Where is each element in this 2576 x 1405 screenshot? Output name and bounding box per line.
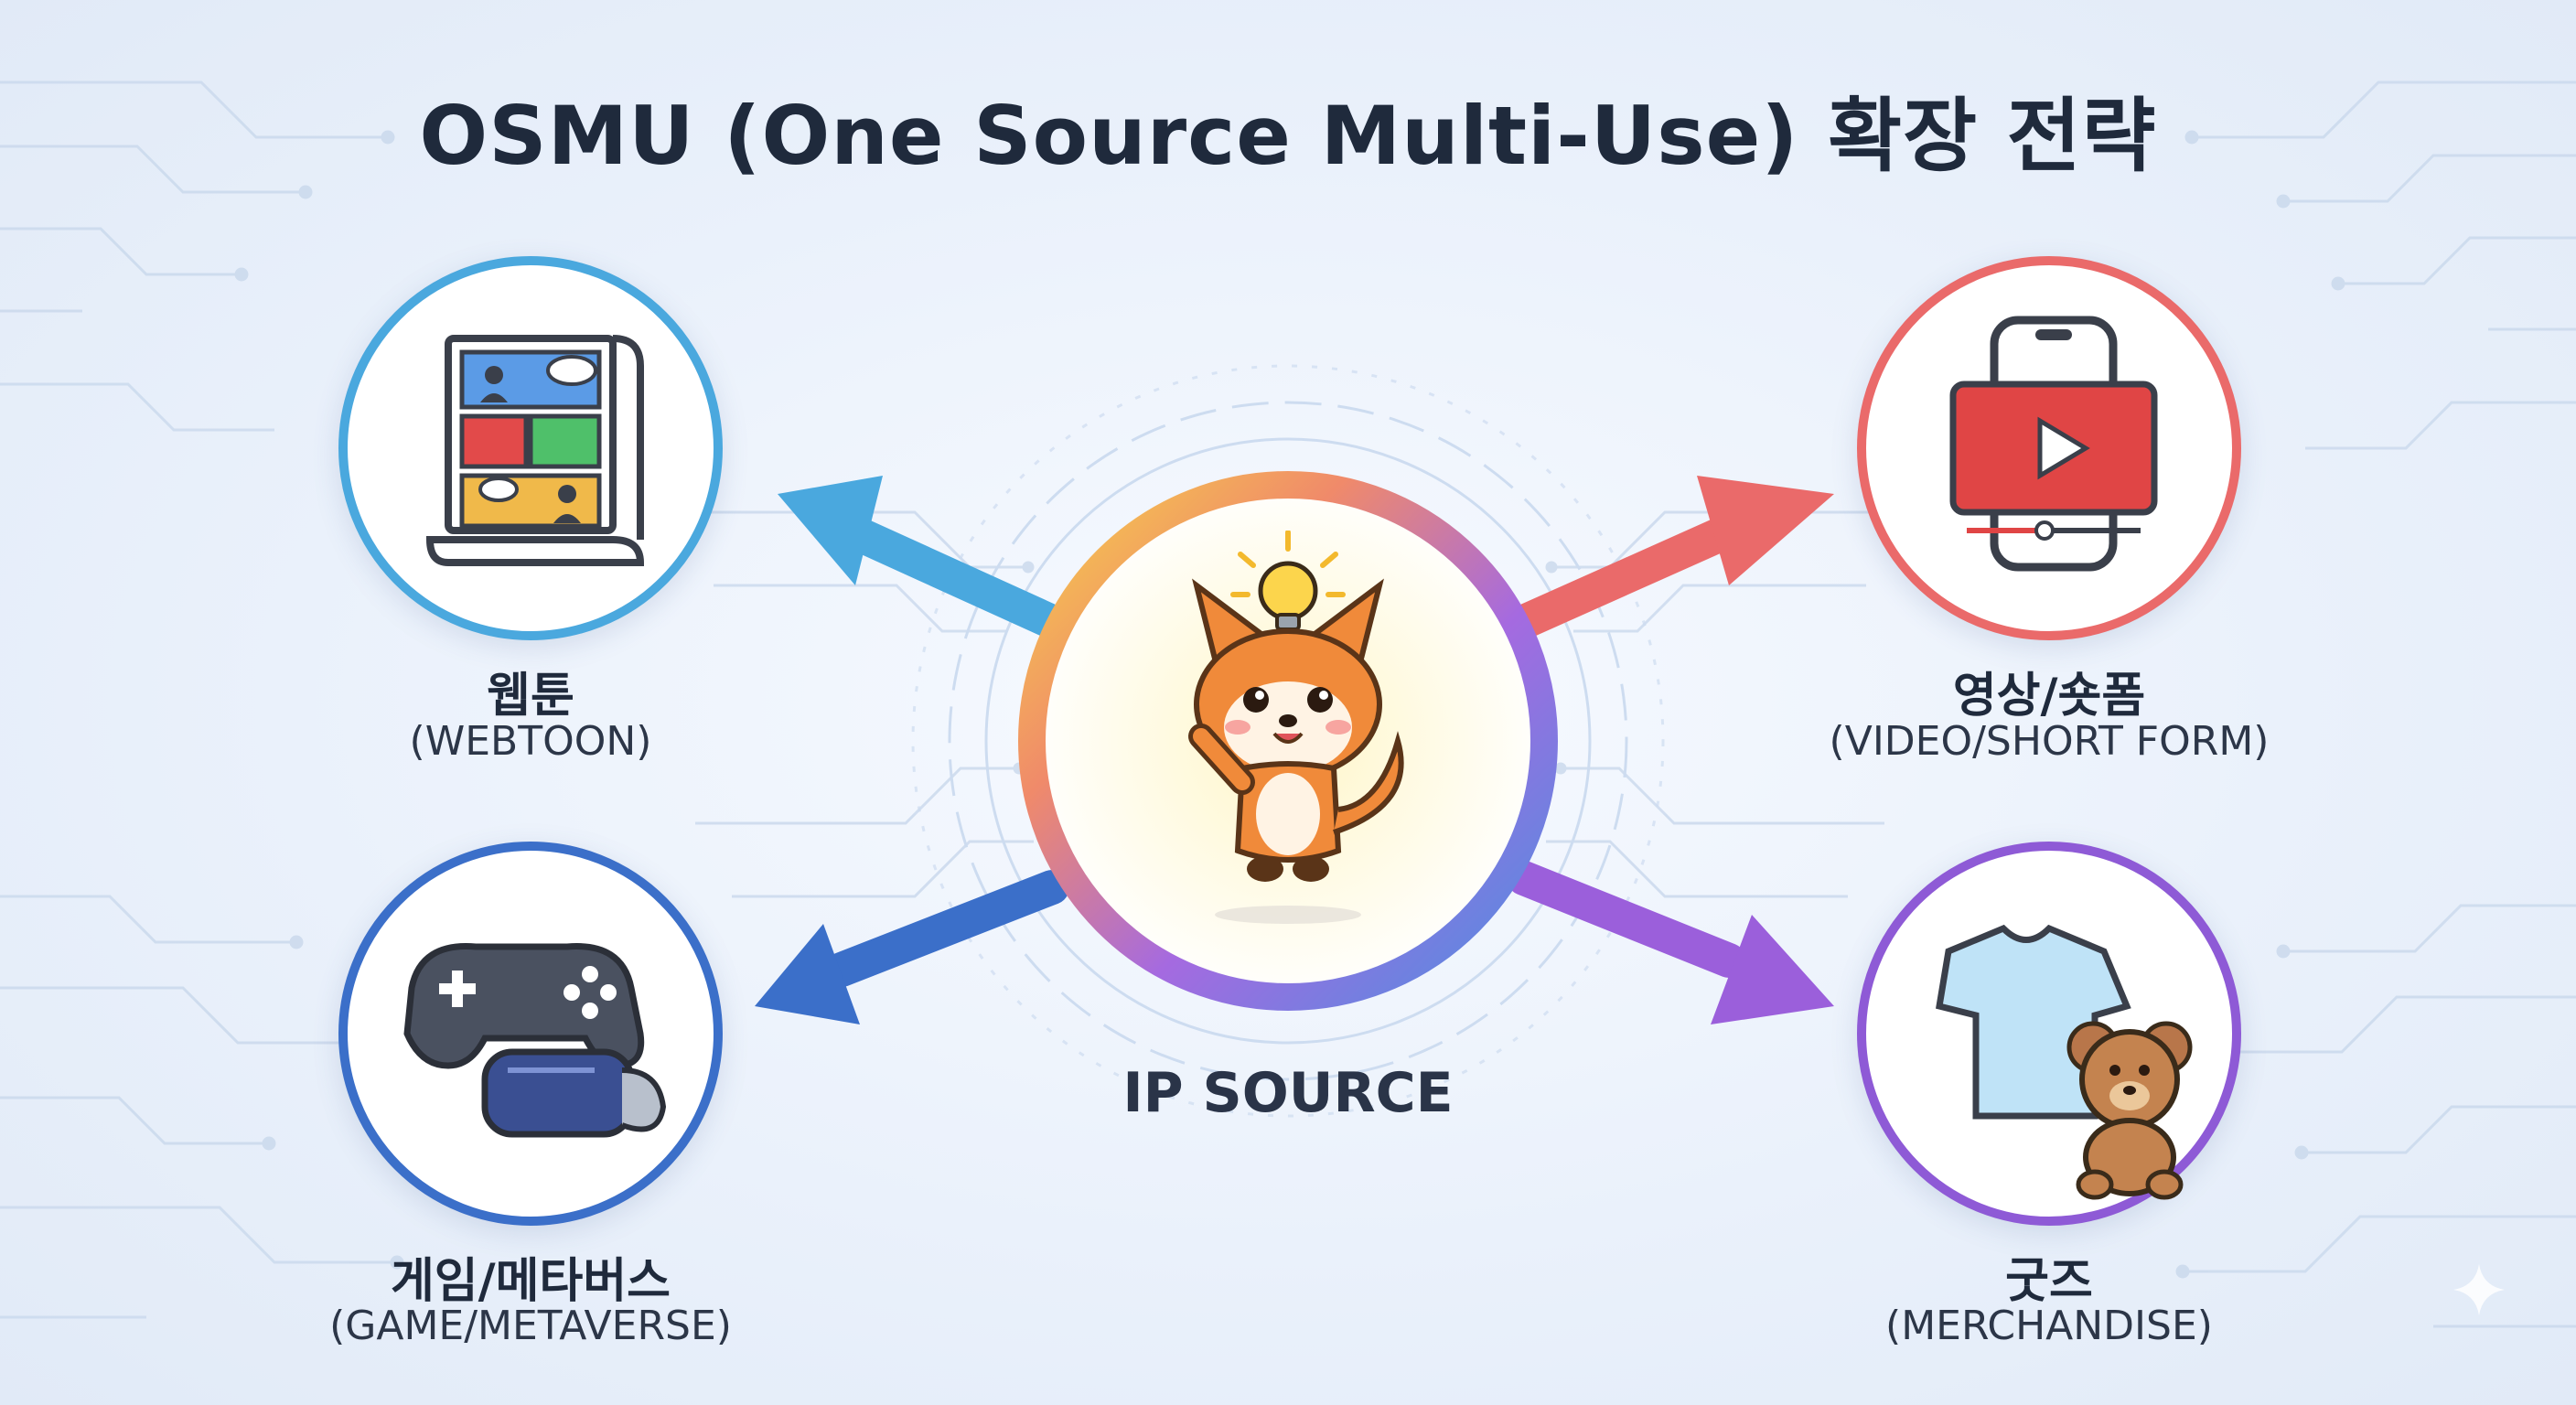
webtoon-label-en: (WEBTOON) bbox=[409, 718, 652, 765]
lightbulb-icon bbox=[1230, 530, 1346, 631]
phone-play-icon bbox=[1949, 316, 2158, 572]
page-title: OSMU (One Source Multi-Use) 확장 전략 bbox=[419, 89, 2157, 183]
center-label: IP SOURCE bbox=[1122, 1061, 1454, 1125]
video-label: 영상/숏폼 bbox=[1952, 669, 2146, 724]
video-label-en: (VIDEO/SHORT FORM) bbox=[1829, 718, 2270, 765]
comic-scroll-icon bbox=[425, 335, 645, 566]
game-label: 게임/메타버스 bbox=[390, 1254, 671, 1309]
node-goods bbox=[1857, 842, 2241, 1226]
tshirt-bear-icon bbox=[1936, 924, 2193, 1200]
node-video bbox=[1857, 256, 2241, 640]
game-label-en: (GAME/METAVERSE) bbox=[329, 1303, 732, 1349]
node-webtoon bbox=[338, 256, 723, 640]
node-game bbox=[338, 842, 723, 1226]
goods-label-en: (MERCHANDISE) bbox=[1885, 1303, 2213, 1349]
webtoon-label: 웹툰 bbox=[487, 669, 574, 724]
gamepad-vr-icon bbox=[403, 943, 667, 1138]
sparkle-icon bbox=[2453, 1264, 2505, 1315]
goods-label: 굿즈 bbox=[2005, 1254, 2093, 1309]
arrows bbox=[755, 476, 1834, 1024]
fox-mascot-icon bbox=[1151, 530, 1425, 951]
